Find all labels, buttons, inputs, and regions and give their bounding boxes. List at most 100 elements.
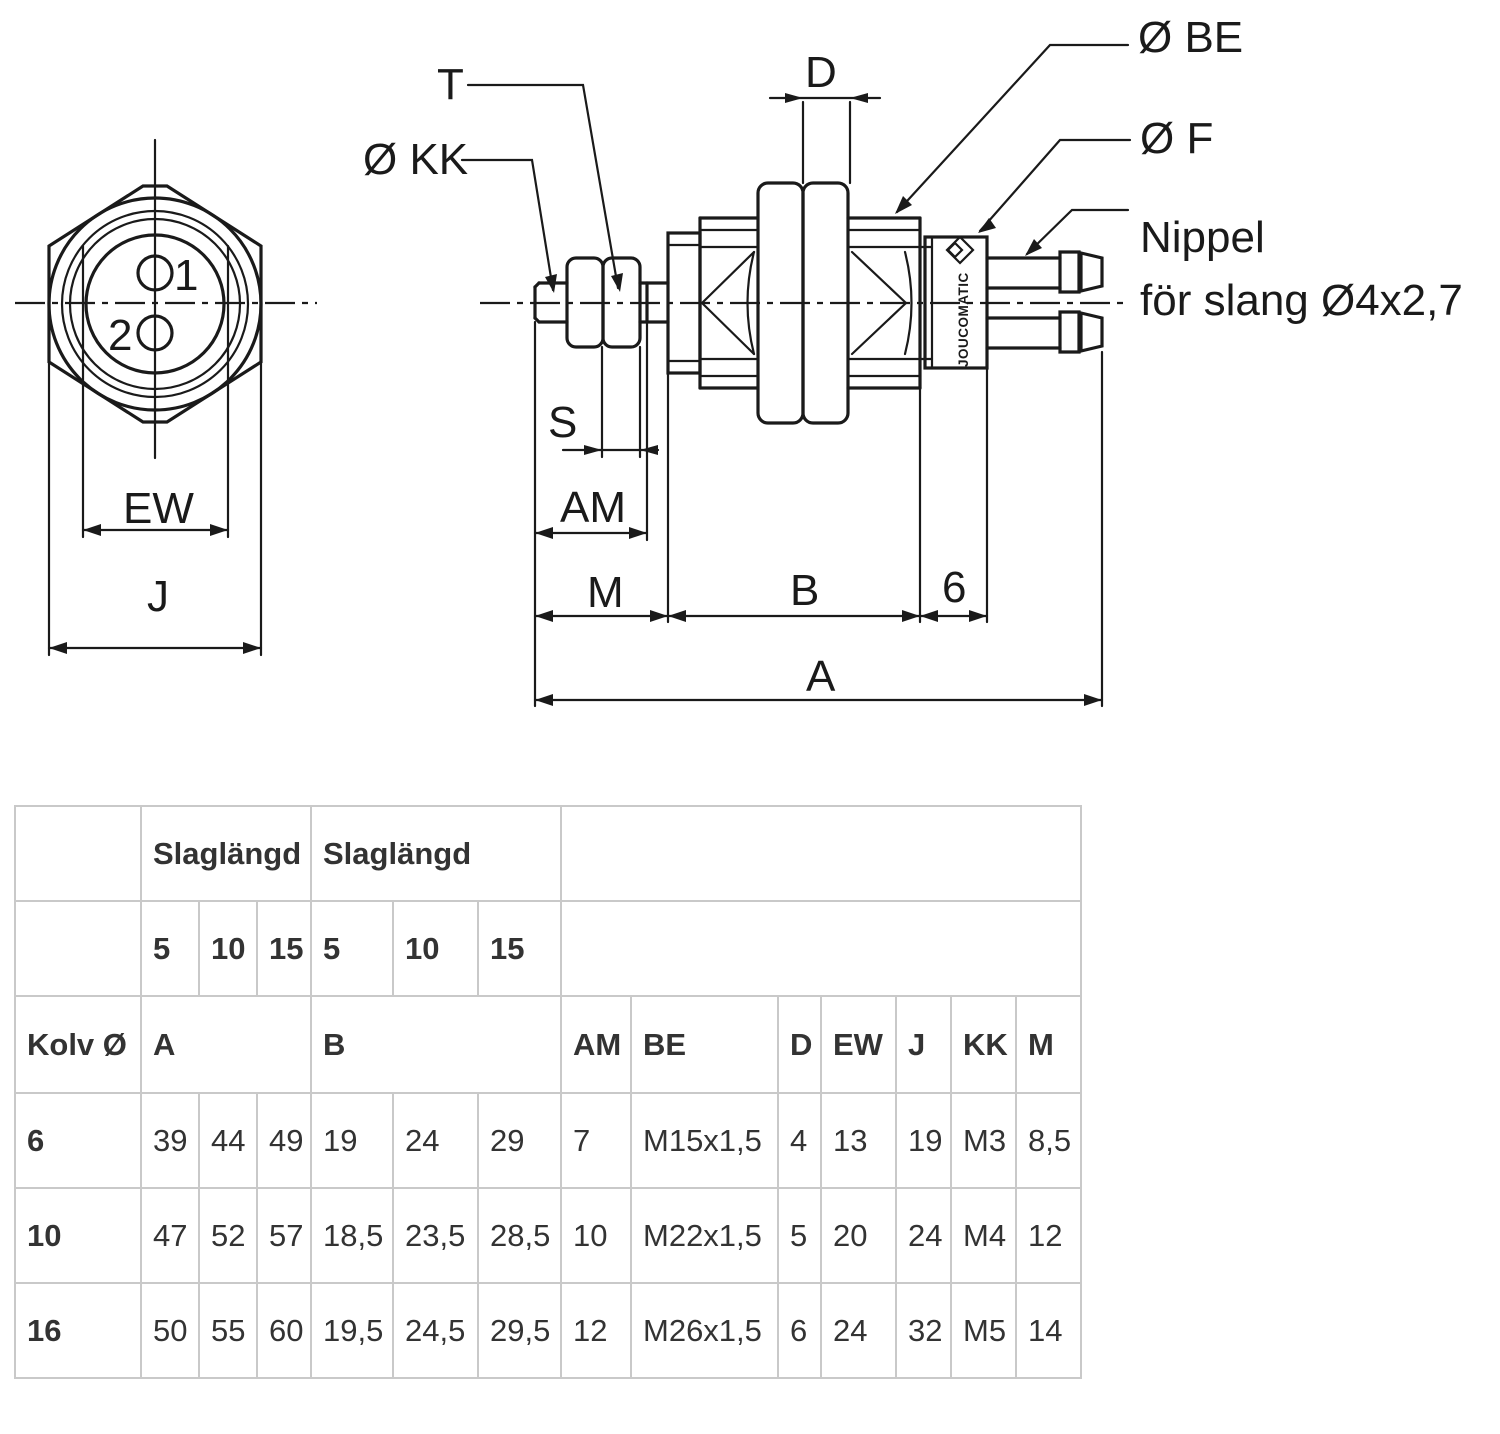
table-cell: 23,5 <box>392 1187 479 1284</box>
dimensions-table: Slaglängd Slaglängd 5 10 15 5 10 15 Kolv… <box>14 805 1082 1379</box>
table-cell: 32 <box>895 1282 952 1379</box>
port-1-label: 1 <box>174 251 198 300</box>
column-header: A <box>140 995 312 1094</box>
row-header: 10 <box>14 1187 142 1284</box>
table-cell: 7 <box>560 1092 632 1189</box>
leader-f: Ø F <box>978 114 1213 233</box>
mounting-nut <box>756 181 850 425</box>
port-2-label: 2 <box>108 311 132 360</box>
dimension-j: J <box>47 572 263 654</box>
column-header: D <box>777 995 822 1094</box>
group-header-stroke-b: Slaglängd <box>310 805 562 902</box>
technical-drawing: 1 2 EW J <box>15 13 1463 708</box>
nipple-label-line1: Nippel <box>1140 213 1265 262</box>
column-header: AM <box>560 995 632 1094</box>
column-header: BE <box>630 995 779 1094</box>
stroke-header: 5 <box>140 900 200 997</box>
am-label: AM <box>560 483 626 532</box>
table-cell: 13 <box>820 1092 897 1189</box>
table-cell: 57 <box>256 1187 312 1284</box>
table-cell: 19 <box>895 1092 952 1189</box>
dimension-a: A <box>533 652 1104 706</box>
table-cell <box>560 805 1082 902</box>
table-cell: M4 <box>950 1187 1017 1284</box>
m-label: M <box>587 568 624 617</box>
kk-label: Ø KK <box>363 135 468 184</box>
circle-mid <box>68 217 242 391</box>
table-cell: 49 <box>256 1092 312 1189</box>
dimension-s: S <box>548 398 660 455</box>
be-label: Ø BE <box>1138 13 1243 62</box>
table-cell: 12 <box>560 1282 632 1379</box>
table-cell: 39 <box>140 1092 200 1189</box>
group-header-stroke-a: Slaglängd <box>140 805 312 902</box>
s-label: S <box>548 398 577 447</box>
port-1-circle <box>136 254 174 292</box>
stroke-header: 10 <box>198 900 258 997</box>
column-header: B <box>310 995 562 1094</box>
j-label: J <box>147 572 169 621</box>
stroke-header: 5 <box>310 900 394 997</box>
column-header: KK <box>950 995 1017 1094</box>
joucomatic-logo-inner-icon <box>946 241 964 259</box>
a-label: A <box>806 652 836 701</box>
table-cell: 24 <box>392 1092 479 1189</box>
table-cell: 44 <box>198 1092 258 1189</box>
table-cell <box>14 900 142 997</box>
table-cell: 29 <box>477 1092 562 1189</box>
table-cell: 14 <box>1015 1282 1082 1379</box>
table-cell: 52 <box>198 1187 258 1284</box>
dimension-d: D <box>768 48 882 185</box>
ew-label: EW <box>123 484 194 533</box>
table-cell: 28,5 <box>477 1187 562 1284</box>
leader-t: T <box>437 60 623 292</box>
table-cell: 24 <box>820 1282 897 1379</box>
row-header: 6 <box>14 1092 142 1189</box>
stroke-header: 15 <box>256 900 312 997</box>
dimension-ew: EW <box>81 484 230 536</box>
circle-inner <box>84 233 226 375</box>
table-cell: 19,5 <box>310 1282 394 1379</box>
nipple-label-line2: för slang Ø4x2,7 <box>1140 276 1463 325</box>
side-view: JOUCOMATIC D <box>363 13 1463 708</box>
end-view: 1 2 EW J <box>15 138 317 657</box>
table-row-strokes: 5 10 15 5 10 15 <box>14 900 1082 997</box>
stroke-header: 15 <box>477 900 562 997</box>
column-header: EW <box>820 995 897 1094</box>
t-label: T <box>437 60 464 109</box>
dimension-m-b-6: M B 6 <box>533 563 989 622</box>
table-cell: M26x1,5 <box>630 1282 779 1379</box>
table-row: 6 39 44 49 19 24 29 7 M15x1,5 4 13 19 M3… <box>14 1092 1082 1189</box>
table-cell <box>560 900 1082 997</box>
six-label: 6 <box>942 563 966 612</box>
table-row: 16 50 55 60 19,5 24,5 29,5 12 M26x1,5 6 … <box>14 1282 1082 1379</box>
front-collar <box>698 216 759 390</box>
brand-label: JOUCOMATIC <box>956 272 971 367</box>
table-row-headers: Kolv Ø A B AM BE D EW J KK M <box>14 995 1082 1094</box>
f-label: Ø F <box>1140 114 1213 163</box>
b-label: B <box>790 566 819 615</box>
table-cell: 19 <box>310 1092 394 1189</box>
table-cell: 60 <box>256 1282 312 1379</box>
leader-nipple: Nippel för slang Ø4x2,7 <box>1025 208 1463 325</box>
table-cell: 4 <box>777 1092 822 1189</box>
column-header: J <box>895 995 952 1094</box>
table-cell: 29,5 <box>477 1282 562 1379</box>
column-header: Kolv Ø <box>14 995 142 1094</box>
piston-rod <box>533 281 670 324</box>
row-header: 16 <box>14 1282 142 1379</box>
leader-kk: Ø KK <box>363 135 557 293</box>
table-row-groups: Slaglängd Slaglängd <box>14 805 1082 902</box>
table-row: 10 47 52 57 18,5 23,5 28,5 10 M22x1,5 5 … <box>14 1187 1082 1284</box>
joucomatic-logo-icon <box>945 235 975 265</box>
table-cell: 18,5 <box>310 1187 394 1284</box>
rear-block: JOUCOMATIC <box>923 235 989 370</box>
table-cell: M5 <box>950 1282 1017 1379</box>
rod-nut <box>565 256 642 349</box>
table-cell: M3 <box>950 1092 1017 1189</box>
leader-be: Ø BE <box>895 13 1243 214</box>
rear-collar <box>846 216 934 390</box>
table-cell <box>14 805 142 902</box>
table-cell: 5 <box>777 1187 822 1284</box>
table-cell: 20 <box>820 1187 897 1284</box>
